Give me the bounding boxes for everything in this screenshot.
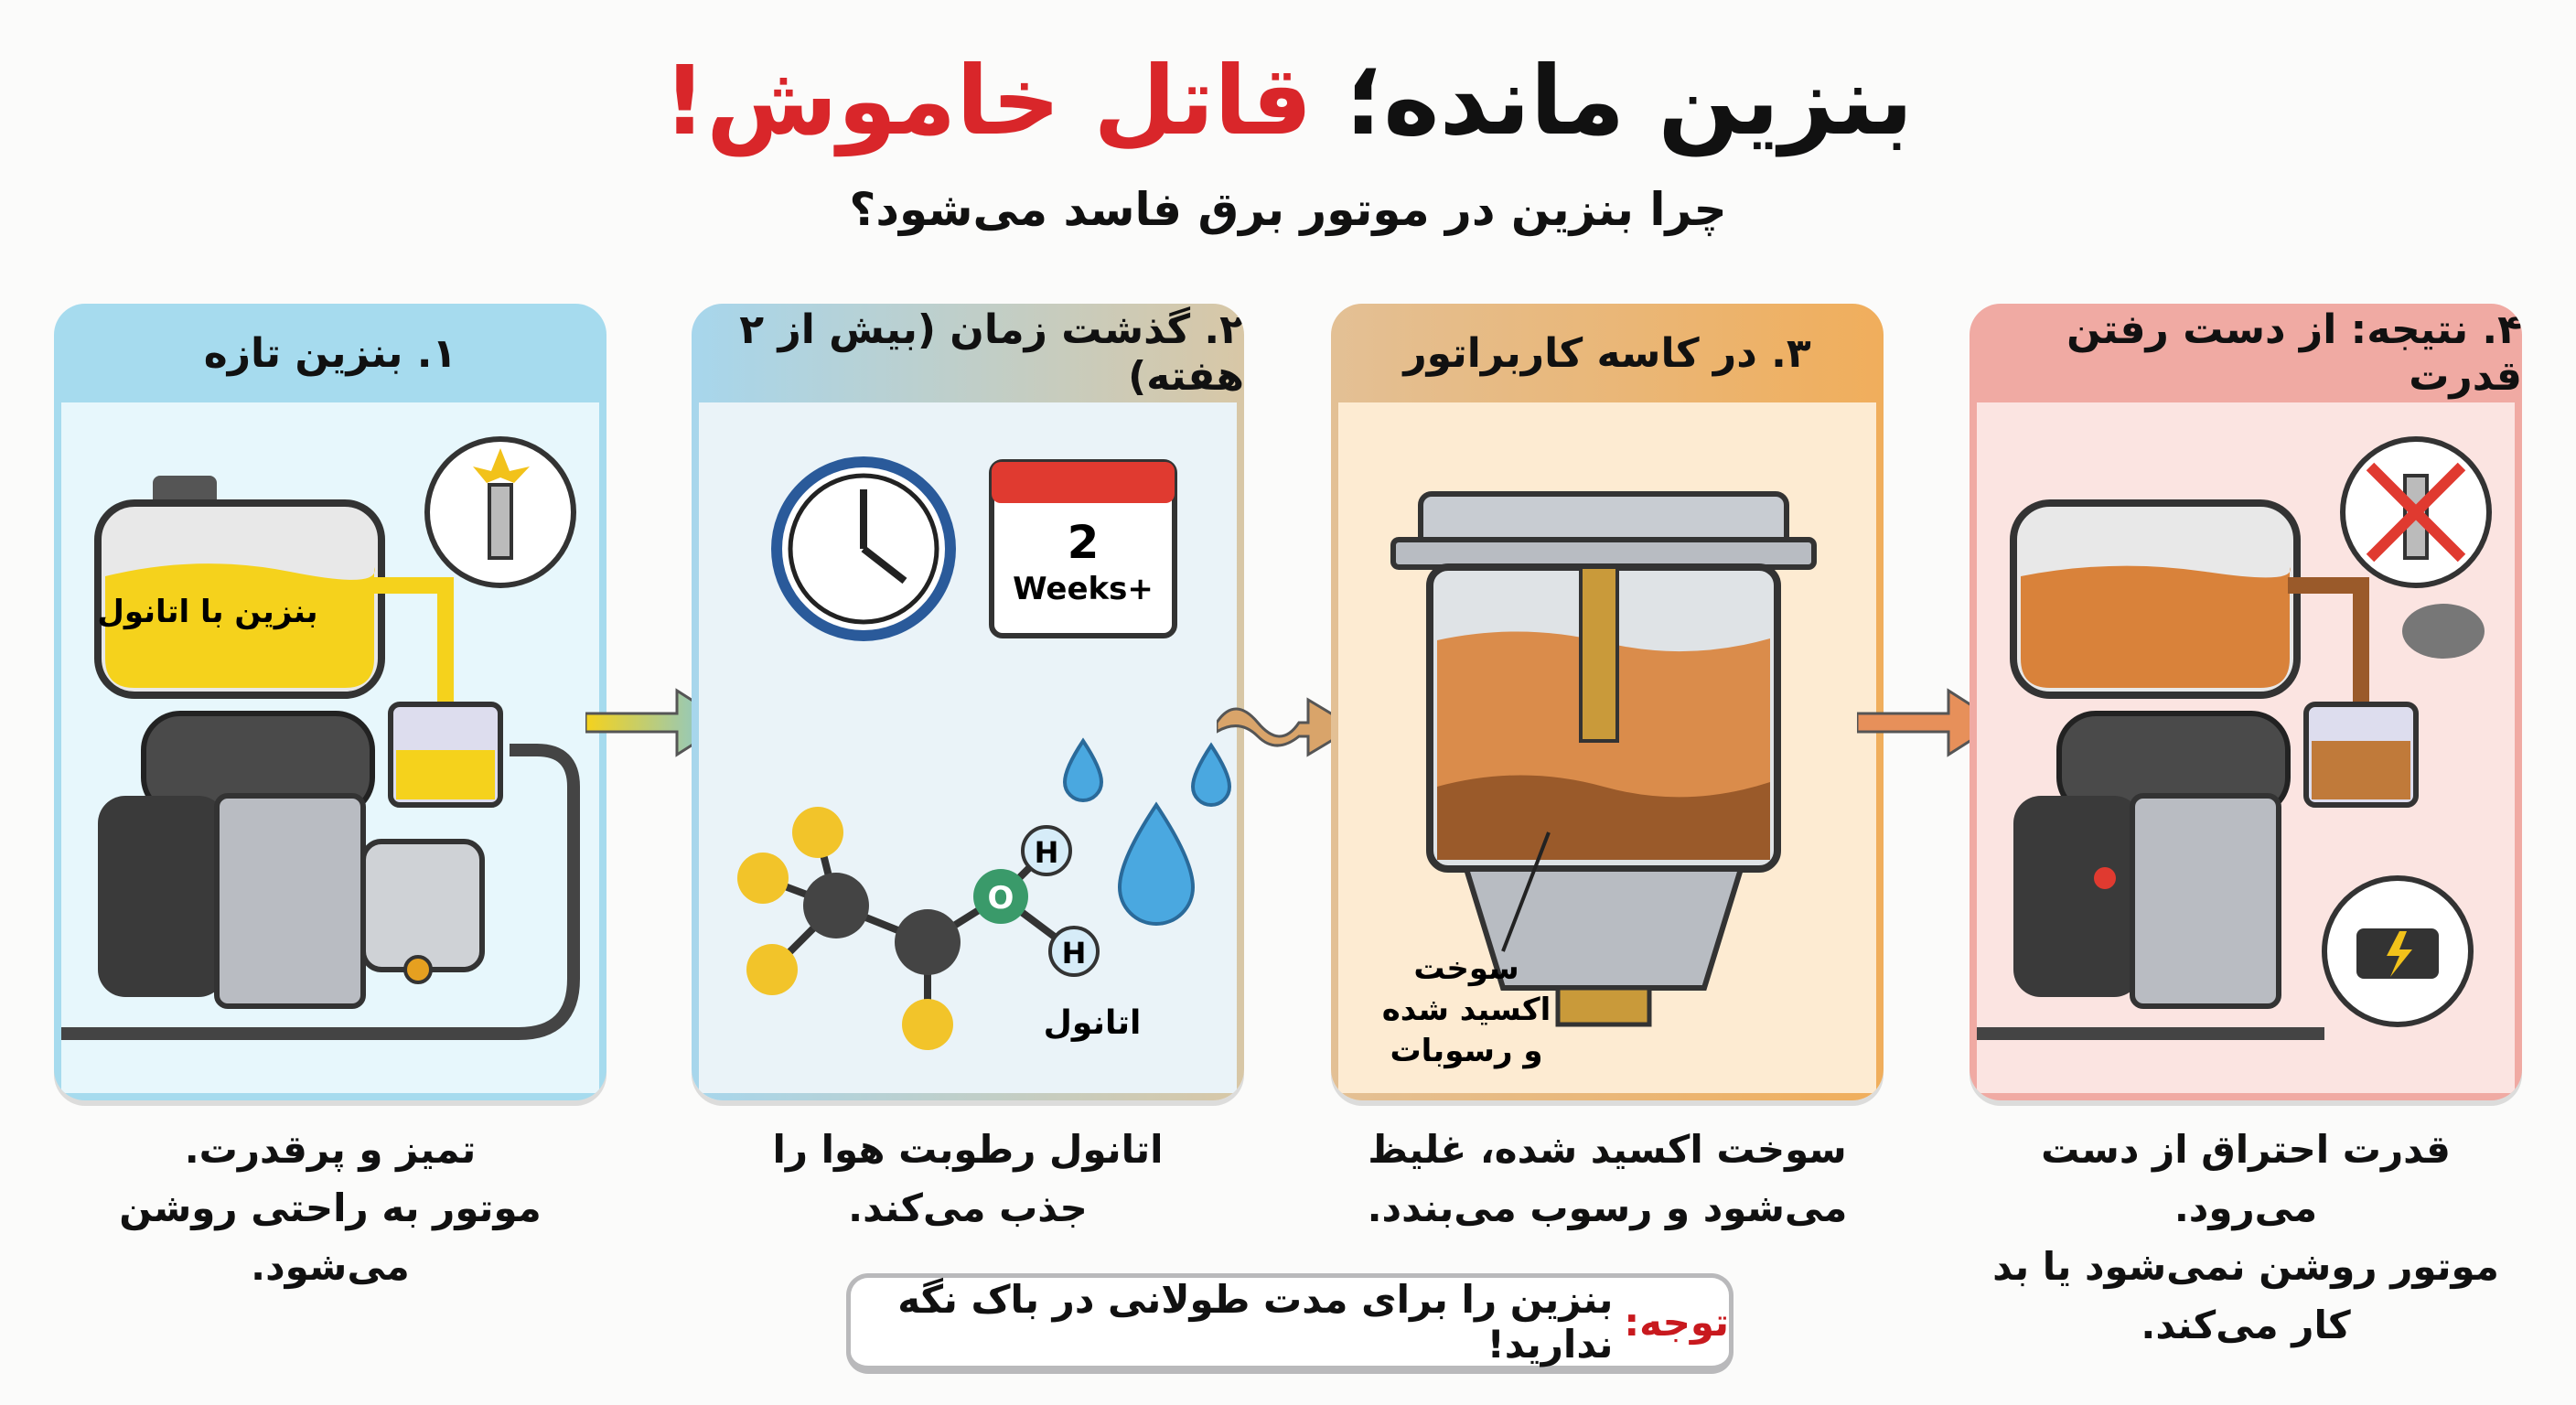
step-caption: اتانول رطوبت هوا را جذب می‌کند.: [772, 1127, 1164, 1230]
no-spark-icon: [2340, 436, 2492, 588]
svg-text:سوخت: سوخت: [1413, 950, 1519, 987]
step-card-carburetor-bowl: ۳. در کاسه کاربراتور سوخت اکسید شده و رس…: [1331, 304, 1884, 1100]
svg-text:اکسید شده: اکسید شده: [1382, 992, 1551, 1028]
svg-text:H: H: [1062, 936, 1087, 971]
title-red: قاتل خاموش!: [662, 45, 1313, 156]
clock-icon: [771, 456, 956, 641]
svg-text:و رسوبات: و رسوبات: [1390, 1033, 1543, 1069]
check-engine-icon: [2322, 875, 2474, 1027]
step-title: ۱. بنزین تازه: [203, 329, 457, 377]
water-drop-icon: [1062, 737, 1232, 926]
ethanol-molecule-icon: O H H اتانول: [737, 807, 1141, 1050]
step-title: ۳. در کاسه کاربراتور: [1403, 329, 1811, 377]
step-title: ۴. نتیجه: از دست رفتن قدرت: [2066, 306, 2522, 400]
step-card-power-loss: ۴. نتیجه: از دست رفتن قدرت: [1970, 304, 2522, 1100]
note-label: توجه:: [1624, 1299, 1729, 1345]
svg-text:H: H: [1035, 835, 1059, 870]
generator-stale-fuel-illustration: [1977, 436, 2492, 1040]
page-title: بنزین مانده؛ قاتل خاموش!: [0, 37, 2576, 165]
step-card-time-passing: ۲. گذشت زمان (بیش از ۲ هفته) 2 Weeks+: [692, 304, 1244, 1100]
calendar-icon: 2 Weeks+: [989, 459, 1177, 638]
fuel-label: بنزین با اتانول: [97, 594, 317, 630]
note-text: بنزین را برای مدت طولانی در باک نگه ندار…: [897, 1277, 1614, 1367]
ethanol-label: اتانول: [1044, 1004, 1142, 1042]
svg-text:Weeks+: Weeks+: [1013, 571, 1154, 607]
title-black: بنزین مانده؛: [1345, 45, 1914, 156]
carburetor-bowl-illustration: سوخت اکسید شده و رسوبات: [1382, 491, 1817, 1069]
step-caption: سوخت اکسید شده، غلیظ می‌شود و رسوب می‌بن…: [1367, 1127, 1848, 1230]
smoke-icon: [2402, 604, 2485, 659]
page-subtitle: چرا بنزین در موتور برق فاسد می‌شود؟: [849, 183, 1727, 236]
generator-fresh-fuel-illustration: بنزین با اتانول: [61, 436, 580, 1040]
warning-note: توجه: بنزین را برای مدت طولانی در باک نگ…: [846, 1273, 1733, 1374]
svg-text:O: O: [988, 880, 1014, 917]
step-caption: تمیز و پرقدرت. موتور به راحتی روشن می‌شو…: [119, 1127, 542, 1289]
step-card-fresh-fuel: ۱. بنزین تازه بنزین با اتانول: [54, 304, 606, 1100]
step-caption: قدرت احتراق از دست می‌رود. موتور روشن نم…: [1992, 1127, 2499, 1347]
svg-text:2: 2: [1068, 516, 1100, 569]
step-title: ۲. گذشت زمان (بیش از ۲ هفته): [739, 306, 1244, 400]
